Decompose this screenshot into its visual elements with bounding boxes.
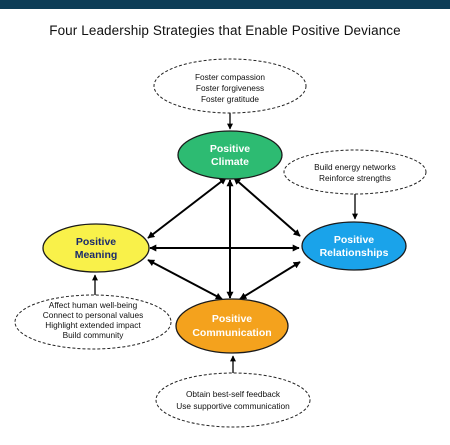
callout-relationships-outline	[283, 149, 427, 195]
node-meaning-label: Positive	[76, 236, 116, 248]
node-relationships-label: Relationships	[320, 247, 389, 259]
callout-communication: Obtain best-self feedback Use supportive…	[155, 372, 311, 428]
callout-climate: Foster compassion Foster forgiveness Fos…	[153, 58, 307, 114]
connector-relationships-communication	[239, 261, 301, 300]
connector-meaning-communication	[147, 259, 223, 300]
node-climate-shape	[177, 130, 283, 180]
node-communication-label: Communication	[192, 327, 271, 339]
node-positive-climate: Positive Climate	[177, 130, 283, 180]
diagram-title: Four Leadership Strategies that Enable P…	[49, 23, 401, 38]
callout-climate-outline	[153, 58, 307, 114]
node-communication-label: Positive	[212, 313, 252, 325]
callout-communication-outline	[155, 372, 311, 428]
callout-communication-line: Obtain best-self feedback	[186, 389, 281, 399]
connector-climate-relationships	[233, 177, 301, 237]
callout-relationships: Build energy networks Reinforce strength…	[283, 149, 427, 195]
node-meaning-shape	[42, 223, 150, 273]
node-meaning-label: Meaning	[75, 249, 118, 261]
node-relationships-label: Positive	[334, 234, 374, 246]
node-positive-relationships: Positive Relationships	[301, 221, 407, 271]
callout-climate-line: Foster compassion	[195, 72, 265, 82]
callout-pointers	[92, 113, 358, 373]
callout-climate-line: Foster forgiveness	[196, 83, 264, 93]
callout-meaning-line: Build community	[63, 330, 125, 340]
callout-meaning-line: Affect human well-being	[49, 300, 138, 310]
callout-communication-line: Use supportive communication	[176, 401, 290, 411]
node-positive-meaning: Positive Meaning	[42, 223, 150, 273]
node-positive-communication: Positive Communication	[175, 298, 289, 354]
node-relationships-shape	[301, 221, 407, 271]
node-communication-shape	[175, 298, 289, 354]
connectors	[147, 177, 301, 300]
callout-meaning-outline	[14, 294, 172, 350]
header-bar	[0, 0, 450, 9]
node-climate-label: Positive	[210, 143, 250, 155]
callout-meaning: Affect human well-being Connect to perso…	[14, 294, 172, 350]
callout-meaning-line: Connect to personal values	[43, 310, 144, 320]
connector-climate-meaning	[147, 177, 227, 239]
node-climate-label: Climate	[211, 156, 249, 168]
callout-relationships-line: Reinforce strengths	[319, 173, 391, 183]
callout-relationships-line: Build energy networks	[314, 162, 396, 172]
callout-meaning-line: Highlight extended impact	[45, 320, 141, 330]
callout-climate-line: Foster gratitude	[201, 94, 259, 104]
